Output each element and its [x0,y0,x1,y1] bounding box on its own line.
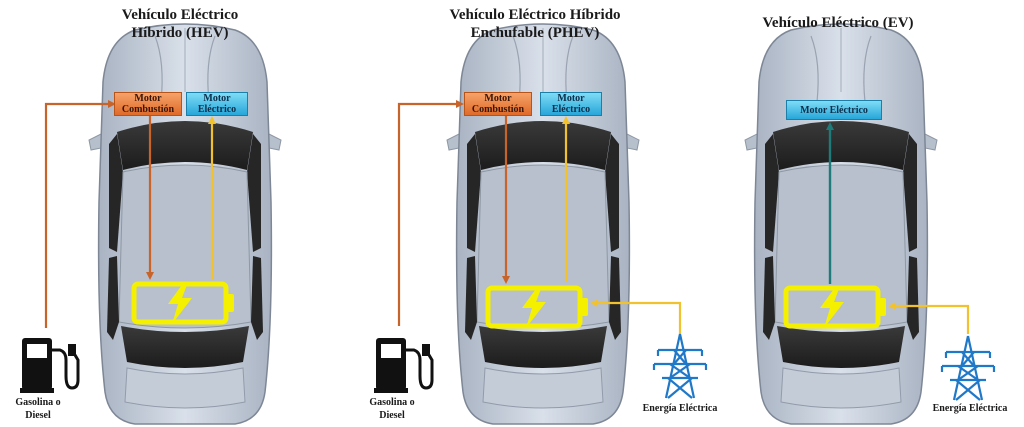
panel-title-hev: Vehículo Eléctrico Híbrido (HEV) [70,6,290,42]
power-tower-icon [652,332,708,400]
panel-title-line: Vehículo Eléctrico Híbrido [449,7,621,23]
motor-label: Combustión [471,104,525,115]
panel-title-line: Híbrido (HEV) [131,25,229,41]
fuel-label-line: Gasolina o [15,397,61,408]
motor-label: Motor [134,93,162,104]
car-phev [446,23,640,425]
fuel-pump-icon [18,336,80,395]
motor-label: Motor Eléctrico [800,104,868,116]
fuel-label: Gasolina o Diesel [362,396,422,422]
grid-to-battery-line [892,304,970,334]
panel-title-ev: Vehículo Eléctrico (EV) [728,14,948,32]
grid-to-battery-line [594,301,682,334]
grid-label: Energía Eléctrica [642,403,718,414]
panel-title-line: Vehículo Eléctrico (EV) [762,15,914,31]
fuel-line [397,102,460,326]
fuel-label-line: Diesel [25,410,51,421]
combustion-motor-box: Motor Combustión [464,92,532,116]
fuel-line [44,102,112,328]
power-tower-icon [940,334,996,402]
motor-label: Motor [484,93,512,104]
motor-label: Motor [557,93,585,104]
car-ev [744,23,938,425]
motor-label: Combustión [121,104,175,115]
motor-label: Motor [203,93,231,104]
fuel-label: Gasolina o Diesel [8,396,68,422]
panel-title-phev: Vehículo Eléctrico Híbrido Enchufable (P… [400,6,670,42]
car-hev [88,23,282,425]
electric-motor-box: Motor Eléctrico [786,100,882,120]
electric-motor-box: Motor Eléctrico [186,92,248,116]
panel-title-line: Enchufable (PHEV) [470,25,600,41]
motor-label: Eléctrico [197,104,237,115]
fuel-label-line: Gasolina o [369,397,415,408]
combustion-motor-box: Motor Combustión [114,92,182,116]
motor-label: Eléctrico [551,104,591,115]
fuel-label-line: Diesel [379,410,405,421]
panel-title-line: Vehículo Eléctrico [121,7,239,23]
fuel-pump-icon [372,336,434,395]
electric-motor-box: Motor Eléctrico [540,92,602,116]
grid-label: Energía Eléctrica [932,403,1008,414]
